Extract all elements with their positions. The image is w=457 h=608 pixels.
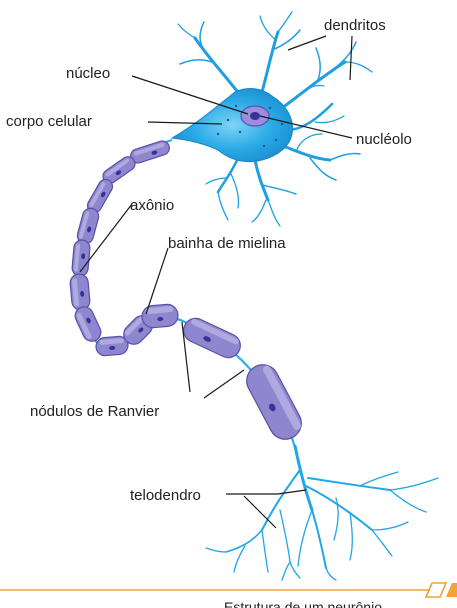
label-corpo-celular: corpo celular (6, 113, 92, 130)
cell-body (172, 89, 293, 162)
nucleolus (250, 112, 260, 120)
label-bainha-de-mielina: bainha de mielina (168, 235, 286, 252)
label-nucleolo: nucléolo (356, 131, 412, 148)
footer-chevron-fill-icon (446, 583, 457, 597)
myelin-sheath-segments (69, 139, 306, 445)
label-axonio: axônio (130, 197, 174, 214)
footer-chevron-icon (426, 583, 446, 597)
label-nodulos-de-ranvier: nódulos de Ranvier (30, 403, 159, 420)
label-telodendro: telodendro (130, 487, 201, 504)
label-nucleo: núcleo (66, 65, 110, 82)
figure-caption: Estrutura de um neurônio (224, 599, 382, 608)
telodendrites (206, 446, 438, 580)
label-dendritos: dendritos (324, 17, 386, 34)
